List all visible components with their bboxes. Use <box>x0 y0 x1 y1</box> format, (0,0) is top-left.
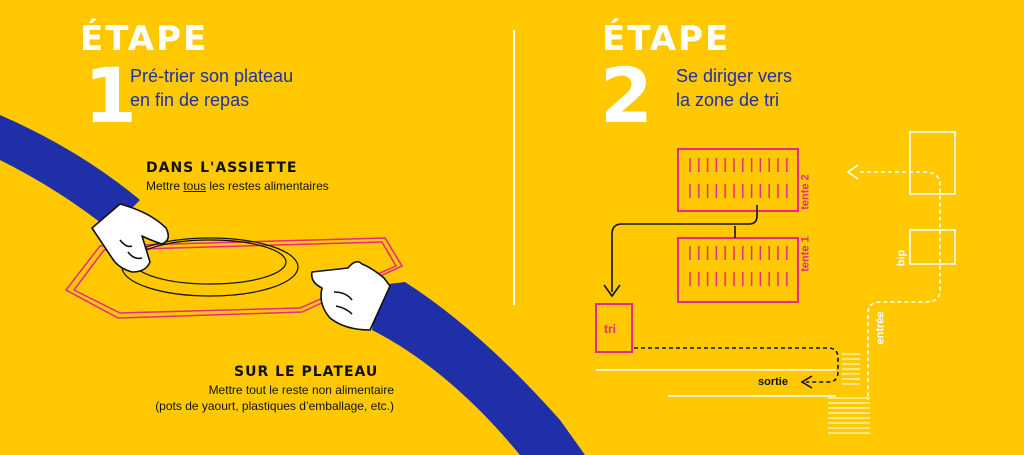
step2-number: 2 <box>600 51 653 140</box>
tray-text: Mettre tout le reste non alimentaire (po… <box>124 382 394 414</box>
tray-text-line1: Mettre tout le reste non alimentaire <box>208 383 394 397</box>
tray-text-line2: (pots de yaourt, plastiques d’emballage,… <box>155 399 394 413</box>
tent-1 <box>677 237 799 303</box>
step1-word: ÉTAPE <box>80 19 209 59</box>
step2-subtitle: Se diriger vers la zone de tri <box>676 64 792 112</box>
step2-subtitle-line1: Se diriger vers <box>676 66 793 86</box>
plate-text-emphasis: tous <box>183 179 207 193</box>
step2-subtitle-line2: la zone de tri <box>676 90 780 110</box>
left-arm <box>0 115 140 230</box>
tent1-label: tente 1 <box>799 236 812 272</box>
step2-word: ÉTAPE <box>602 19 731 59</box>
bip-label: bip <box>895 249 908 267</box>
plate-title: DANS L'ASSIETTE <box>146 160 298 176</box>
step1-subtitle-line2: en fin de repas <box>130 90 250 110</box>
tent-2 <box>677 148 799 212</box>
step1-number: 1 <box>84 51 137 140</box>
step1-subtitle: Pré-trier son plateau en fin de repas <box>130 64 293 112</box>
step1-subtitle-line1: Pré-trier son plateau <box>130 66 294 86</box>
entry-lines <box>596 131 956 400</box>
entree-label: entrée <box>874 311 887 345</box>
tri-label: tri <box>604 322 616 336</box>
tri-box <box>595 303 633 353</box>
tent2-label: tente 2 <box>799 174 812 210</box>
sortie-label: sortie <box>758 376 788 388</box>
tray-title: SUR LE PLATEAU <box>234 364 379 380</box>
right-arm <box>372 282 585 455</box>
entry-barriers <box>828 353 870 434</box>
tray <box>64 237 404 319</box>
plate-text: Mettre tous les restes alimentaires <box>146 178 329 194</box>
plate-text-after: les restes alimentaires <box>206 179 329 193</box>
plate-text-before: Mettre <box>146 179 184 193</box>
path-arrows <box>603 205 839 389</box>
pointing-hand <box>91 203 170 273</box>
holding-hand <box>310 260 391 331</box>
